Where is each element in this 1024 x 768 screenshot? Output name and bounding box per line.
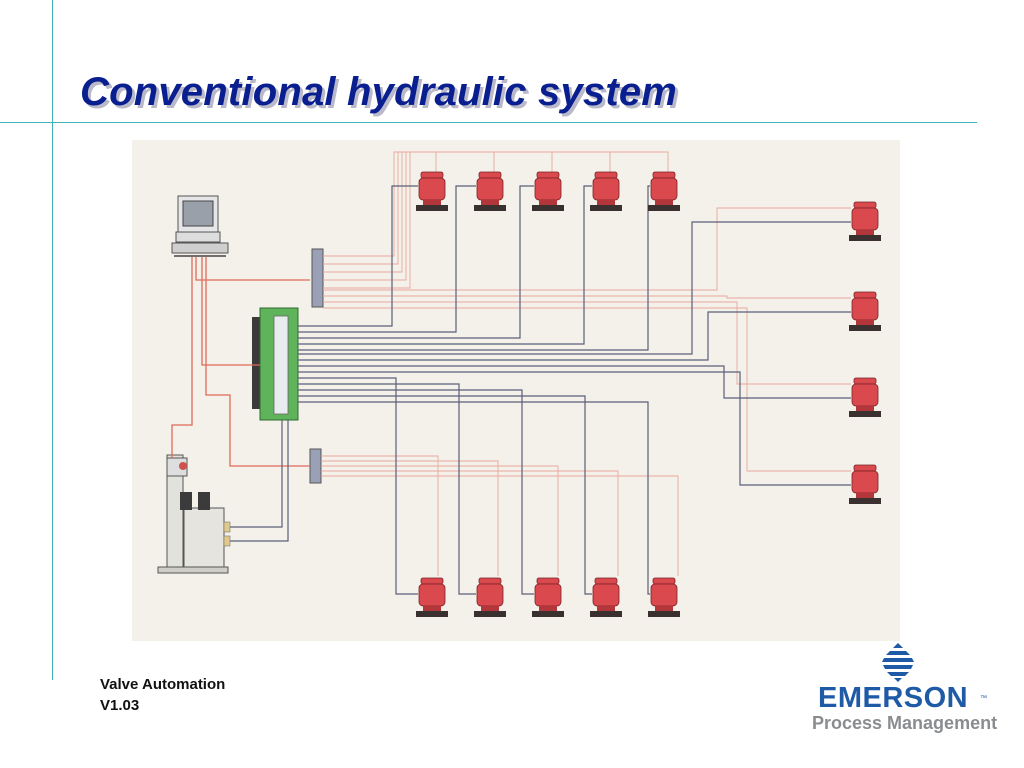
electrical-wire [171,257,193,458]
valve-actuator-icon [416,171,448,211]
signal-wire [323,307,851,472]
signal-wire [323,151,495,265]
trademark-mark: ™ [980,695,987,702]
valve-actuator-icon [849,291,881,331]
hydraulic-line [298,365,851,399]
horizontal-rule [0,122,977,123]
junction-box-icon [309,448,322,484]
hydraulic-line [298,371,851,486]
valve-actuator-icon [849,377,881,417]
hydraulic-system-diagram [132,140,900,641]
emerson-logo: EMERSON ™ Process Management [808,640,997,740]
vertical-rule [52,0,53,680]
electrical-wire [201,257,260,366]
footer-version: V1.03 [100,697,140,714]
electrical-wire [195,257,310,281]
signal-wire [323,295,851,299]
signal-wire [323,151,553,273]
junction-box-icon [311,248,324,308]
emerson-wordmark: EMERSON [818,682,969,714]
diagram-canvas [157,151,881,617]
valve-actuator-icon [532,577,564,617]
valve-actuator-icon [849,201,881,241]
hydraulic-line [230,420,289,542]
computer-icon [171,195,229,257]
valve-actuator-icon [849,464,881,504]
hydraulic-line [298,395,592,595]
valve-actuator-icon [648,577,680,617]
valve-actuator-icon [532,171,564,211]
hydraulic-line [298,185,476,333]
wiring-layer [171,151,851,595]
emerson-subtitle: Process Management [812,713,998,733]
valve-actuator-icon [474,577,506,617]
footer-title: Valve Automation [100,676,226,693]
hydraulic-line [298,377,418,595]
signal-wire [323,301,851,385]
valve-actuator-icon [590,577,622,617]
signal-wire [321,470,619,576]
hydraulic-line [298,383,476,595]
hydraulic-line [298,401,650,595]
hydraulic-line [298,185,418,327]
emerson-mark-icon [880,642,916,682]
hydraulic-line [298,185,650,351]
footer: Valve Automation V1.03 [100,674,225,716]
terminal-block-icon [252,307,299,421]
signal-wire [323,151,437,257]
signal-wire [321,475,679,576]
signal-wire [323,151,669,289]
hydraulic-line [230,420,283,528]
slide-title: Conventional hydraulic system [80,70,678,114]
hydraulic-line [298,389,534,595]
hydraulic-line [298,311,851,361]
valve-actuator-icon [416,577,448,617]
hydraulic-line [298,185,592,345]
valve-actuator-icon [648,171,680,211]
valve-actuator-icon [590,171,622,211]
hydraulic-line [298,221,851,355]
electrical-wire [205,257,310,467]
hydraulic-power-unit-icon [157,454,231,574]
actuator-layer [416,171,881,617]
signal-wire [321,465,559,576]
signal-wire [321,455,439,576]
valve-actuator-icon [474,171,506,211]
hydraulic-line [298,185,534,339]
signal-wire [321,460,499,576]
signal-wire [323,151,611,281]
